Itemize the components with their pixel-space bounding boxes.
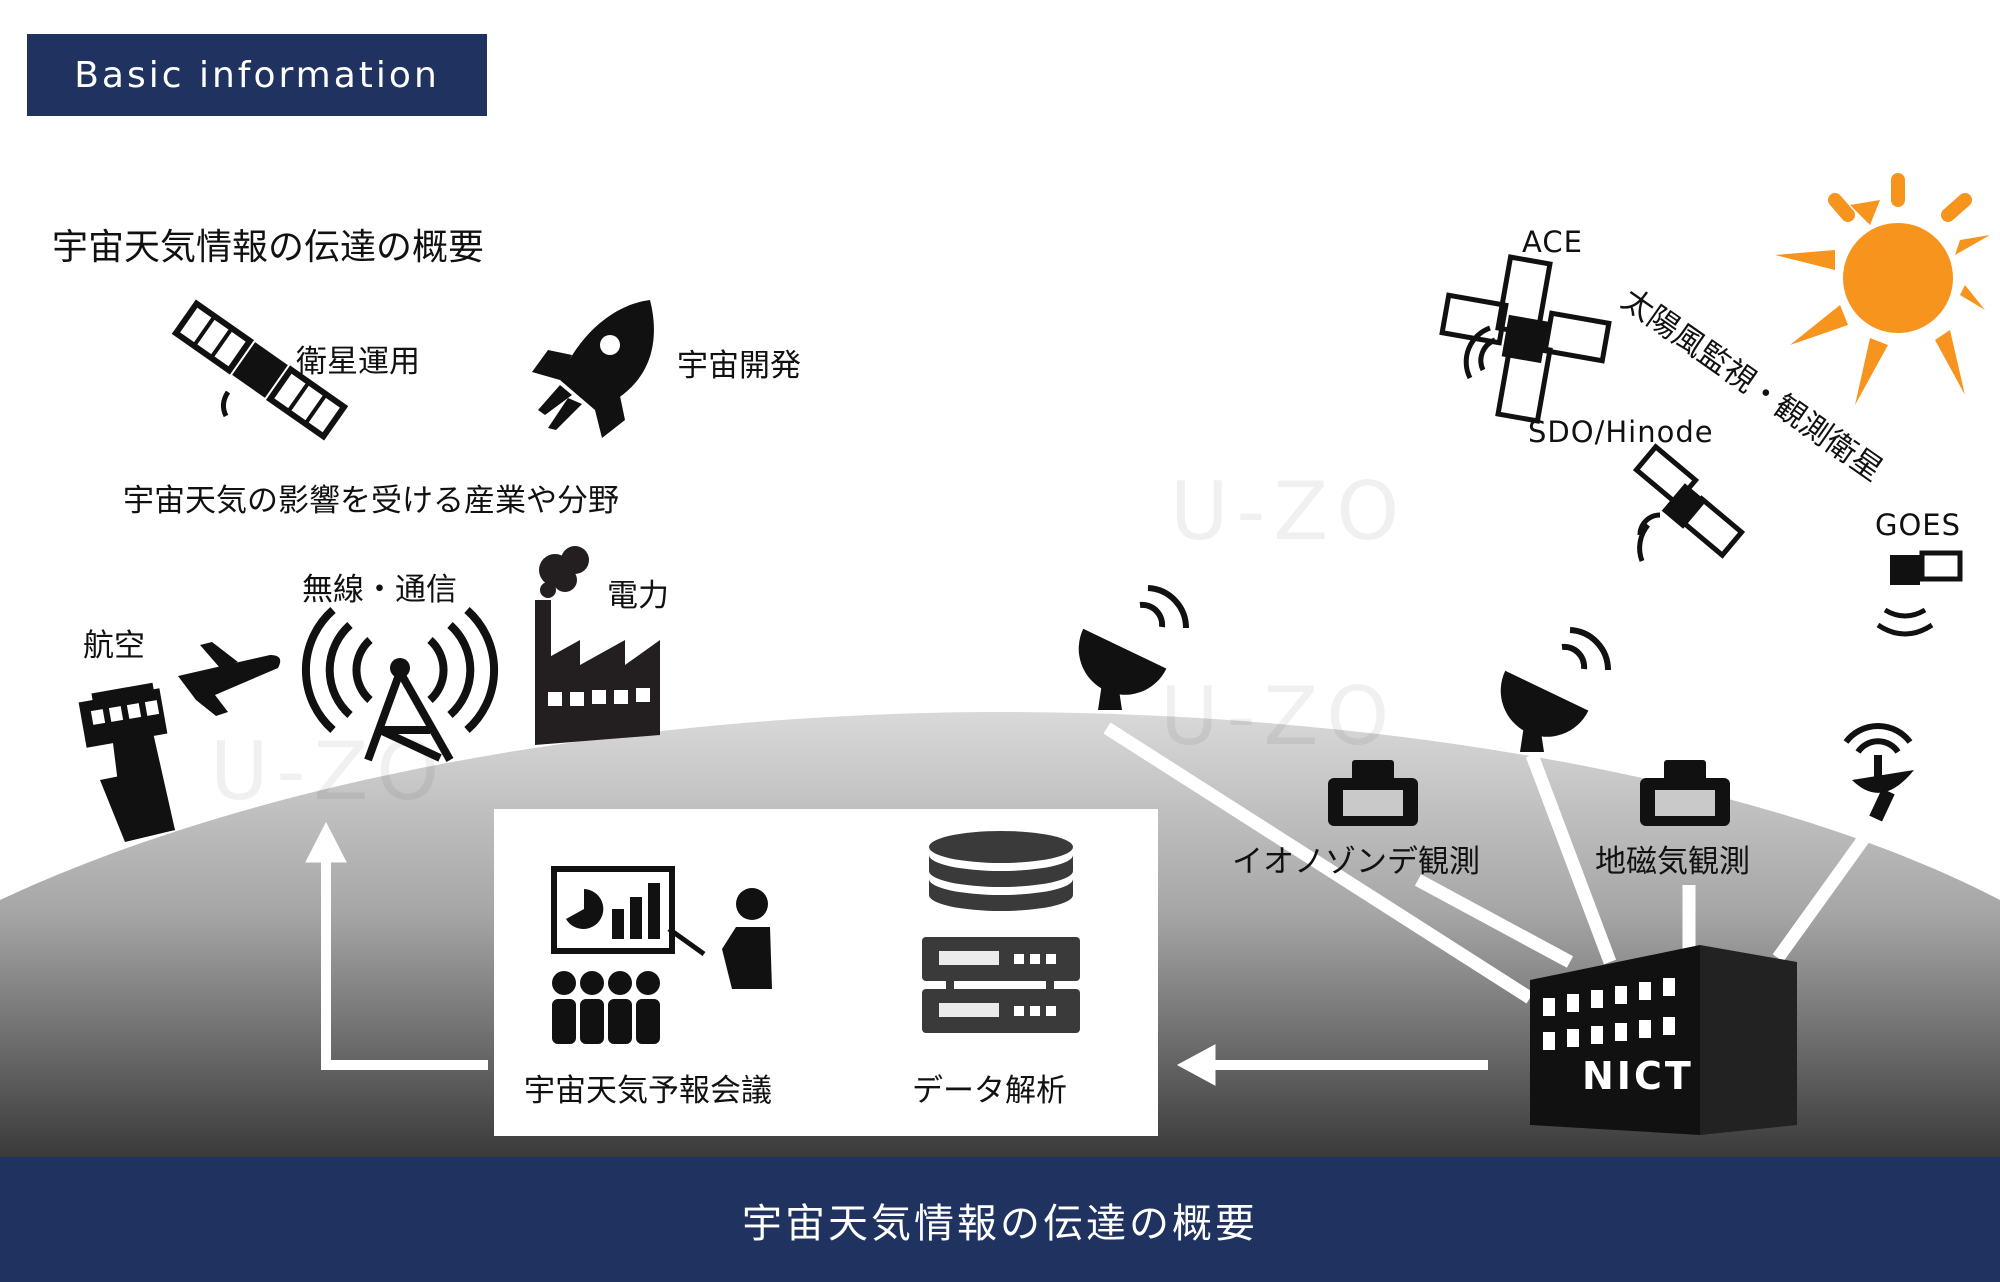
watermark: U-ZO [1160,670,1398,763]
satellite-icon-goes [1876,550,1963,637]
radio-tower-top [390,658,410,678]
data-analysis-label: データ解析 [912,1073,1067,1109]
space-dev-label: 宇宙開発 [677,348,801,384]
satellite-icon-sdo [1632,443,1746,562]
geomagnetic-station-icon [1640,760,1730,826]
presentation-icon [551,866,772,1044]
dish-antenna-icon-1 [1078,585,1190,710]
dish-antenna-icon-2 [1500,627,1612,752]
nict-building-icon [1530,945,1797,1135]
forecast-meeting-label: 宇宙天気予報会議 [524,1073,772,1109]
arrow-nict-to-box [1176,1044,1488,1086]
geomagnetic-label: 地磁気観測 [1595,844,1750,880]
nict-label: NICT [1582,1054,1694,1098]
watermark: U-ZO [210,725,448,818]
footer-title: 宇宙天気情報の伝達の概要 [0,1157,2000,1282]
satellite-icon-ops [171,299,349,441]
airplane-icon [178,642,281,716]
arrow-box-to-users [305,821,488,1070]
control-tower-icon [78,682,175,842]
diagram-title: 宇宙天気情報の伝達の概要 [52,227,485,268]
section-tag: Basic information [27,34,487,116]
rocket-icon [532,300,654,438]
affected-industries-heading: 宇宙天気の影響を受ける産業や分野 [123,483,619,519]
radio-comm-label: 無線・通信 [302,572,457,608]
watermark: U-ZO [1170,465,1408,558]
observation-lines [1103,722,1876,1004]
ionosonde-station-icon [1328,760,1418,826]
ionosonde-label: イオノゾンデ観測 [1232,844,1480,880]
power-label: 電力 [607,578,669,614]
radio-tower-icon [301,607,499,762]
factory-icon [535,546,660,745]
ace-label: ACE [1522,225,1583,259]
analysis-box: 宇宙天気予報会議 データ解析 [494,809,1158,1136]
sdo-hinode-label: SDO/Hinode [1528,415,1714,449]
sun-icon [1775,173,1990,405]
goes-label: GOES [1875,508,1962,542]
dish-antenna-icon-3 [1843,723,1914,822]
satellite-ops-label: 衛星運用 [296,344,420,380]
database-icon [922,831,1080,1033]
aviation-label: 航空 [83,628,145,664]
satellite-icon-ace [1439,254,1612,424]
